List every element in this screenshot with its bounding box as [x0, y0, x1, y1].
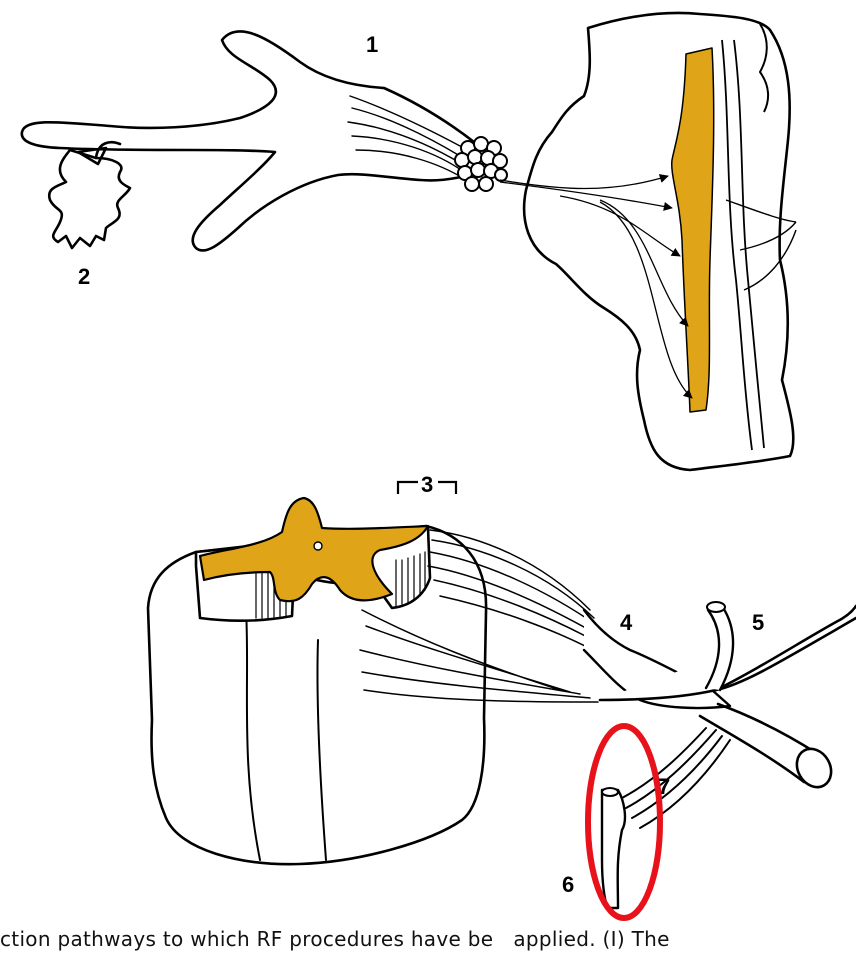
trigeminal-nerve-illustration	[22, 31, 507, 250]
sympathetic-chain-cut-end	[602, 788, 618, 796]
label-4: 4	[620, 610, 633, 635]
nerve-cut-end	[790, 743, 838, 794]
caption-part-2: applied. (I) The	[513, 927, 669, 951]
label-2: 2	[78, 264, 90, 289]
figure-caption: ction pathways to which RF procedures ha…	[0, 924, 856, 957]
sympathetic-chain	[602, 790, 625, 908]
spinal-cord-illustration	[148, 498, 856, 908]
central-canal	[314, 542, 322, 550]
posterior-ramus-cut	[707, 602, 725, 612]
communicating-rami	[622, 728, 730, 828]
label-7: 7	[658, 774, 670, 799]
label-6: 6	[562, 872, 574, 897]
nerve-bundle-cross-section	[455, 137, 507, 191]
label-1: 1	[366, 32, 378, 57]
ganglion-neuron	[49, 150, 130, 248]
brainstem-illustration	[500, 13, 796, 470]
caption-part-1: ction pathways to which RF procedures ha…	[0, 927, 493, 951]
caption-gap	[493, 927, 513, 951]
label-5: 5	[752, 610, 764, 635]
label-3: 3	[421, 472, 433, 497]
spinal-nerve-lower-edge	[700, 716, 804, 782]
